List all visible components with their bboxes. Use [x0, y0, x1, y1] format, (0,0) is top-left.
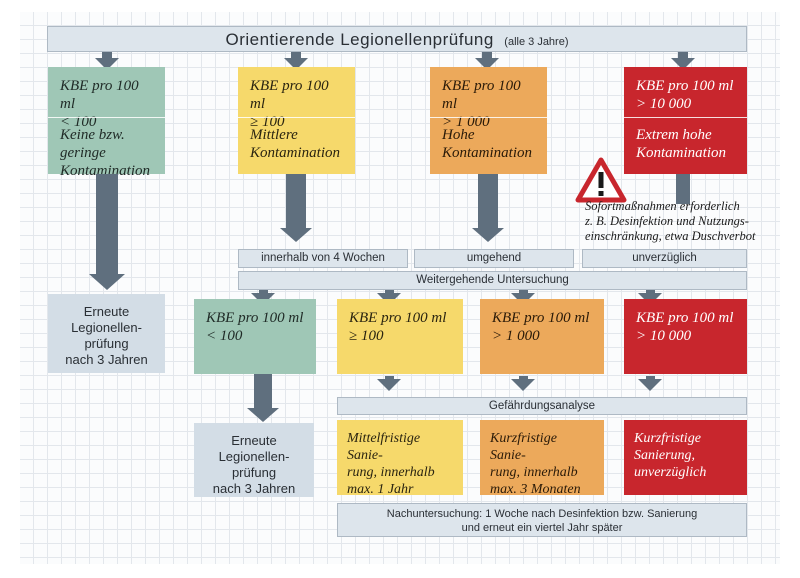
arrow-icon: [89, 274, 125, 290]
level1-box-medium: KBE pro 100 ml ≥ 100 Mittlere Kontaminat…: [238, 67, 355, 174]
further-investigation-bar: Weitergehende Untersuchung: [238, 271, 747, 290]
header-bar: Orientierende Legionellenprüfung (alle 3…: [47, 26, 747, 52]
level1-kbe-low: KBE pro 100 ml < 100: [60, 78, 139, 130]
level1-kbe-extreme: KBE pro 100 ml > 10 000: [636, 78, 734, 112]
level2-box-high: KBE pro 100 ml > 1 000: [480, 299, 604, 374]
remediation-box-medium-term: Mittelfristige Sanie- rung, innerhalb ma…: [337, 420, 463, 497]
level2-kbe-high: KBE pro 100 ml > 1 000: [492, 310, 590, 344]
arrow-icon: [638, 379, 662, 391]
arrow-icon: [247, 408, 279, 422]
remediation-box-immediate: Kurzfristige Sanierung, unverzüglich: [624, 420, 747, 495]
level1-box-low: KBE pro 100 ml < 100 Keine bzw. geringe …: [48, 67, 165, 179]
level2-kbe-medium: KBE pro 100 ml ≥ 100: [349, 310, 447, 344]
followup-bar: Nachuntersuchung: 1 Woche nach Desinfekt…: [337, 503, 747, 537]
header-title: Orientierende Legionellenprüfung: [225, 30, 494, 49]
level1-desc-medium: Mittlere Kontamination: [250, 127, 341, 161]
timing-label-4-weeks: innerhalb von 4 Wochen: [238, 249, 408, 268]
timing-label-without-delay: unverzüglich: [582, 249, 747, 268]
level2-kbe-extreme: KBE pro 100 ml > 10 000: [636, 310, 734, 344]
arrow-icon: [377, 379, 401, 391]
level1-kbe-high: KBE pro 100 ml > 1 000: [442, 78, 521, 130]
level1-kbe-medium: KBE pro 100 ml ≥ 100: [250, 78, 329, 130]
level1-box-high: KBE pro 100 ml > 1 000 Hohe Kontaminatio…: [430, 67, 547, 174]
timing-label-immediate: umgehend: [414, 249, 574, 268]
warning-triangle-icon: [575, 157, 627, 203]
arrow-icon: [511, 379, 535, 391]
level1-desc-low: Keine bzw. geringe Kontamination: [60, 127, 151, 179]
warning-text: Sofortmaßnahmen erforderlich z. B. Desin…: [585, 199, 756, 243]
level2-box-extreme: KBE pro 100 ml > 10 000: [624, 299, 747, 374]
header-note: (alle 3 Jahre): [504, 36, 569, 48]
level1-box-extreme: KBE pro 100 ml > 10 000 Extrem hohe Kont…: [624, 67, 747, 174]
level1-desc-extreme: Extrem hohe Kontamination: [636, 127, 727, 161]
arrow-icon: [472, 228, 504, 242]
retest-box-2: Erneute Legionellen- prüfung nach 3 Jahr…: [194, 423, 314, 497]
remediation-box-short-term: Kurzfristige Sanie- rung, innerhalb max.…: [480, 420, 604, 497]
level1-desc-high: Hohe Kontamination: [442, 127, 533, 161]
arrow-icon: [280, 228, 312, 242]
hazard-analysis-bar: Gefährdungsanalyse: [337, 397, 747, 415]
retest-box-1: Erneute Legionellen- prüfung nach 3 Jahr…: [48, 294, 165, 373]
level2-box-low: KBE pro 100 ml < 100: [194, 299, 316, 374]
level2-box-medium: KBE pro 100 ml ≥ 100: [337, 299, 463, 374]
level2-kbe-low: KBE pro 100 ml < 100: [206, 310, 304, 344]
